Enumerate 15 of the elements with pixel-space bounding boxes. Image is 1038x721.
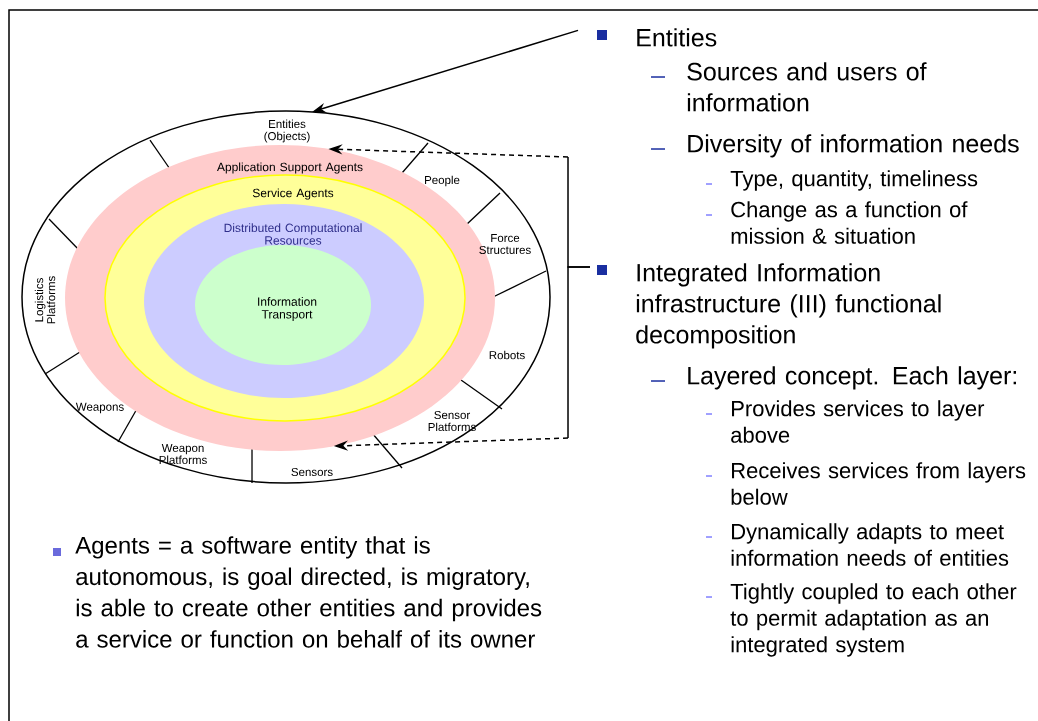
bullet-text: Dynamically adapts to meet information needs of entities [731, 523, 1009, 566]
bullet-text: Integrated Information infrastructure (III) functional decomposition [636, 263, 941, 349]
segment-label: People [425, 175, 460, 187]
bullet-text: Entities [637, 28, 717, 47]
bullet-text: Sources and users of information [687, 62, 927, 112]
bullet-text: Type, quantity, timeliness [730, 170, 978, 191]
bullet-text: Layered concept. Each layer: [688, 366, 1016, 390]
bullet-text: Receives services from layers below [731, 462, 1026, 505]
segment-label: Logistics Platforms [34, 276, 56, 324]
bullet-text: Provides services to layer above [731, 400, 985, 443]
bullet-text: Change as a function of mission & situation [731, 201, 968, 244]
segment-label: Sensors [291, 467, 333, 477]
bullet-text: Agents = a software entity that is autonomous, is goal directed, is migratory, is able to create other entities and provides a service or function on behalf of its owner [75, 536, 542, 648]
bullet-text: Tightly coupled to each other to permit adaptation as an integrated system [730, 583, 1017, 657]
bullet-text: Diversity of information needs [688, 134, 1019, 158]
